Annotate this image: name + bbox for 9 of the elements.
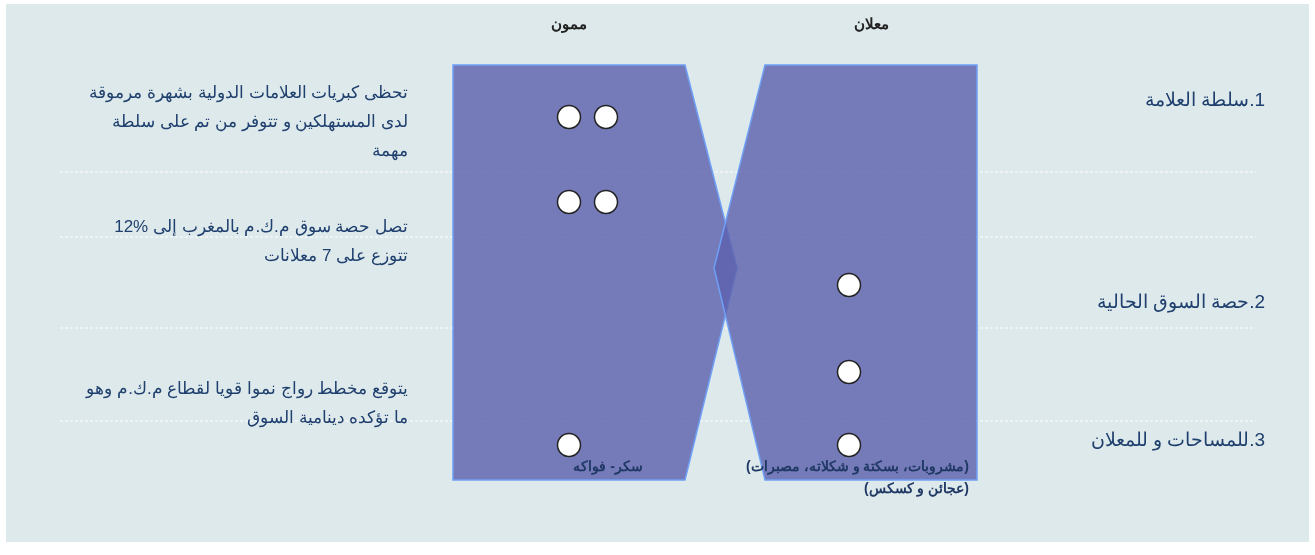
category-text: سكر- فواكه [572, 457, 643, 477]
description-text: تصل حصة سوق م.ك.م بالمغرب إلى %12 تتوزع على 7 معلانات [113, 216, 408, 268]
column-heading: ممون [550, 15, 588, 33]
criterion-heading: 3.للمساحات و للمعلان [1089, 428, 1265, 451]
description-text: تحظى كبريات العلامات الدولية بشهرة مرموقة لدى المستهلكين و تتوفر من تم على سلطة مهمة [88, 82, 408, 162]
criterion-heading: 1.سلطة العلامة [1143, 88, 1265, 111]
criterion-heading: 2.حصة السوق الحالية [1095, 290, 1265, 313]
description-text: يتوقع مخطط رواج نموا قويا لقطاع م.ك.م وهو ما تؤكده دينامية السوق [84, 378, 408, 430]
column-heading: معلان [852, 15, 890, 33]
